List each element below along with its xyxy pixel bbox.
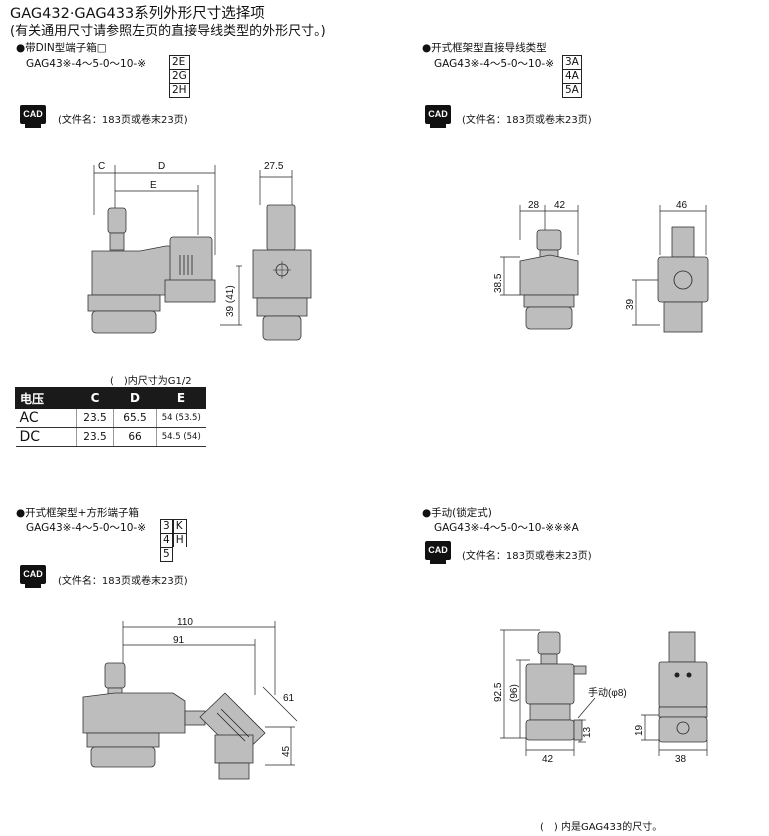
table-header-row: 电压 C D E <box>15 387 206 409</box>
cad-icon[interactable]: CAD <box>20 565 46 589</box>
cad-label: CAD <box>425 105 451 124</box>
manual-side-drawing: 19 38 <box>634 631 708 765</box>
cad-icon[interactable]: CAD <box>425 105 451 129</box>
cad-file-note: (文件名：183页或卷末23页) <box>462 551 592 562</box>
table-cell: 54.5 (54) <box>156 427 206 447</box>
dim-h2-label: (96) <box>509 684 520 702</box>
cad-file-note: (文件名：183页或卷末23页) <box>58 115 188 126</box>
table-cell: DC <box>15 427 77 447</box>
table-cell: 23.5 <box>76 427 114 447</box>
open-frame-front-drawing: 28 42 38.5 <box>493 200 579 330</box>
din-side-drawing <box>252 204 312 341</box>
table-header: C <box>76 387 114 409</box>
cad-label: CAD <box>20 565 46 584</box>
dim-v2-label: 19 <box>634 724 645 736</box>
option-suffix: K <box>172 519 187 533</box>
table-header: 电压 <box>15 387 77 409</box>
dim-c-label: C <box>98 161 105 172</box>
table-header: D <box>113 387 157 409</box>
dim-v1-label: 13 <box>582 726 593 738</box>
cad-file-note: (文件名：183页或卷末23页) <box>58 576 188 587</box>
option-code: 3 <box>160 519 173 533</box>
section-square-model: GAG43※-4～5-0～10-※ <box>26 522 146 534</box>
option-code: 2H <box>169 83 190 98</box>
section-manual-model: GAG43※-4～5-0～10-※※※A <box>434 522 579 534</box>
table-note: ( )内尺寸为G1/2 <box>110 376 192 387</box>
section-square-options: 3 4 5 K H <box>160 519 187 562</box>
table-row: DC 23.5 66 54.5 (54) <box>15 427 206 447</box>
cad-icon[interactable]: CAD <box>20 105 46 129</box>
option-code: 4A <box>562 69 582 83</box>
option-code: 2G <box>169 69 190 83</box>
table-cell: 23.5 <box>76 408 114 428</box>
square-terminal-drawing: 110 91 61 45 <box>82 617 298 780</box>
dim-w1-label: 42 <box>542 754 554 765</box>
option-suffix: H <box>172 533 187 547</box>
option-code: 3A <box>562 55 582 69</box>
dim-a-label: 110 <box>177 617 193 628</box>
section-din-model: GAG43※-4～5-0～10-※ <box>26 58 146 70</box>
din-drawing: C D E 27.5 39 (41) <box>87 161 293 334</box>
section-manual-title: ●手动(锁定式) <box>422 507 492 519</box>
option-code: 5 <box>160 547 173 562</box>
page-subtitle: (有关通用尺寸请参照左页的直接导线类型的外形尺寸。) <box>10 24 326 39</box>
open-frame-side-drawing: 46 39 <box>625 200 709 333</box>
table-cell: AC <box>15 408 77 428</box>
dim-c-label: 61 <box>283 693 295 704</box>
section-din-options: 2E 2G 2H <box>169 55 190 98</box>
cad-label: CAD <box>20 105 46 124</box>
section-open-frame-model: GAG43※-4～5-0～10-※ <box>434 58 554 70</box>
table-cell: 54 (53.5) <box>156 408 206 428</box>
section-square-title: ●开式框架型+方形端子箱 <box>16 507 139 519</box>
dim-w2-label: 38 <box>675 754 687 765</box>
option-code: 4 <box>160 533 173 547</box>
cad-icon[interactable]: CAD <box>425 541 451 565</box>
table-cell: 65.5 <box>113 408 157 428</box>
dim-a-label: 28 <box>528 200 540 211</box>
section-open-frame-options: 3A 4A 5A <box>562 55 582 98</box>
manual-label: 手动(φ8) <box>588 686 627 699</box>
dim-h2-label: 39 <box>625 298 636 310</box>
table-row: AC 23.5 65.5 54 (53.5) <box>15 408 206 428</box>
option-code: 2E <box>169 55 190 69</box>
option-code: 5A <box>562 83 582 98</box>
voltage-table: 电压 C D E AC 23.5 65.5 54 (53.5) DC 23.5 … <box>15 387 206 447</box>
page-title: GAG432·GAG433系列外形尺寸选择项 <box>10 6 265 22</box>
dim-c-label: 46 <box>676 200 688 211</box>
dim-h-label: 45 <box>281 745 292 757</box>
dim-d-label: D <box>158 161 165 172</box>
cad-file-note: (文件名：183页或卷末23页) <box>462 115 592 126</box>
table-cell: 66 <box>113 427 157 447</box>
svg-text:C: C <box>98 161 105 172</box>
dim-h1-label: 38.5 <box>493 273 504 293</box>
dim-b-label: 42 <box>554 200 566 211</box>
option-suffix <box>172 547 187 560</box>
cad-label: CAD <box>425 541 451 560</box>
dim-h1-label: 92.5 <box>493 682 504 702</box>
section-din-title: ●带DIN型端子箱□ <box>16 42 107 54</box>
manual-front-drawing: 92.5 (96) 42 13 手动(φ8) <box>493 629 627 765</box>
table-header: E <box>156 387 206 409</box>
footnote: ( ) 内是GAG433的尺寸。 <box>540 822 663 833</box>
dim-height-label: 39 (41) <box>225 285 236 317</box>
section-open-frame-title: ●开式框架型直接导线类型 <box>422 42 547 54</box>
dim-b-label: 91 <box>173 635 185 646</box>
dim-width-label: 27.5 <box>264 161 284 172</box>
dim-e-label: E <box>150 180 157 191</box>
